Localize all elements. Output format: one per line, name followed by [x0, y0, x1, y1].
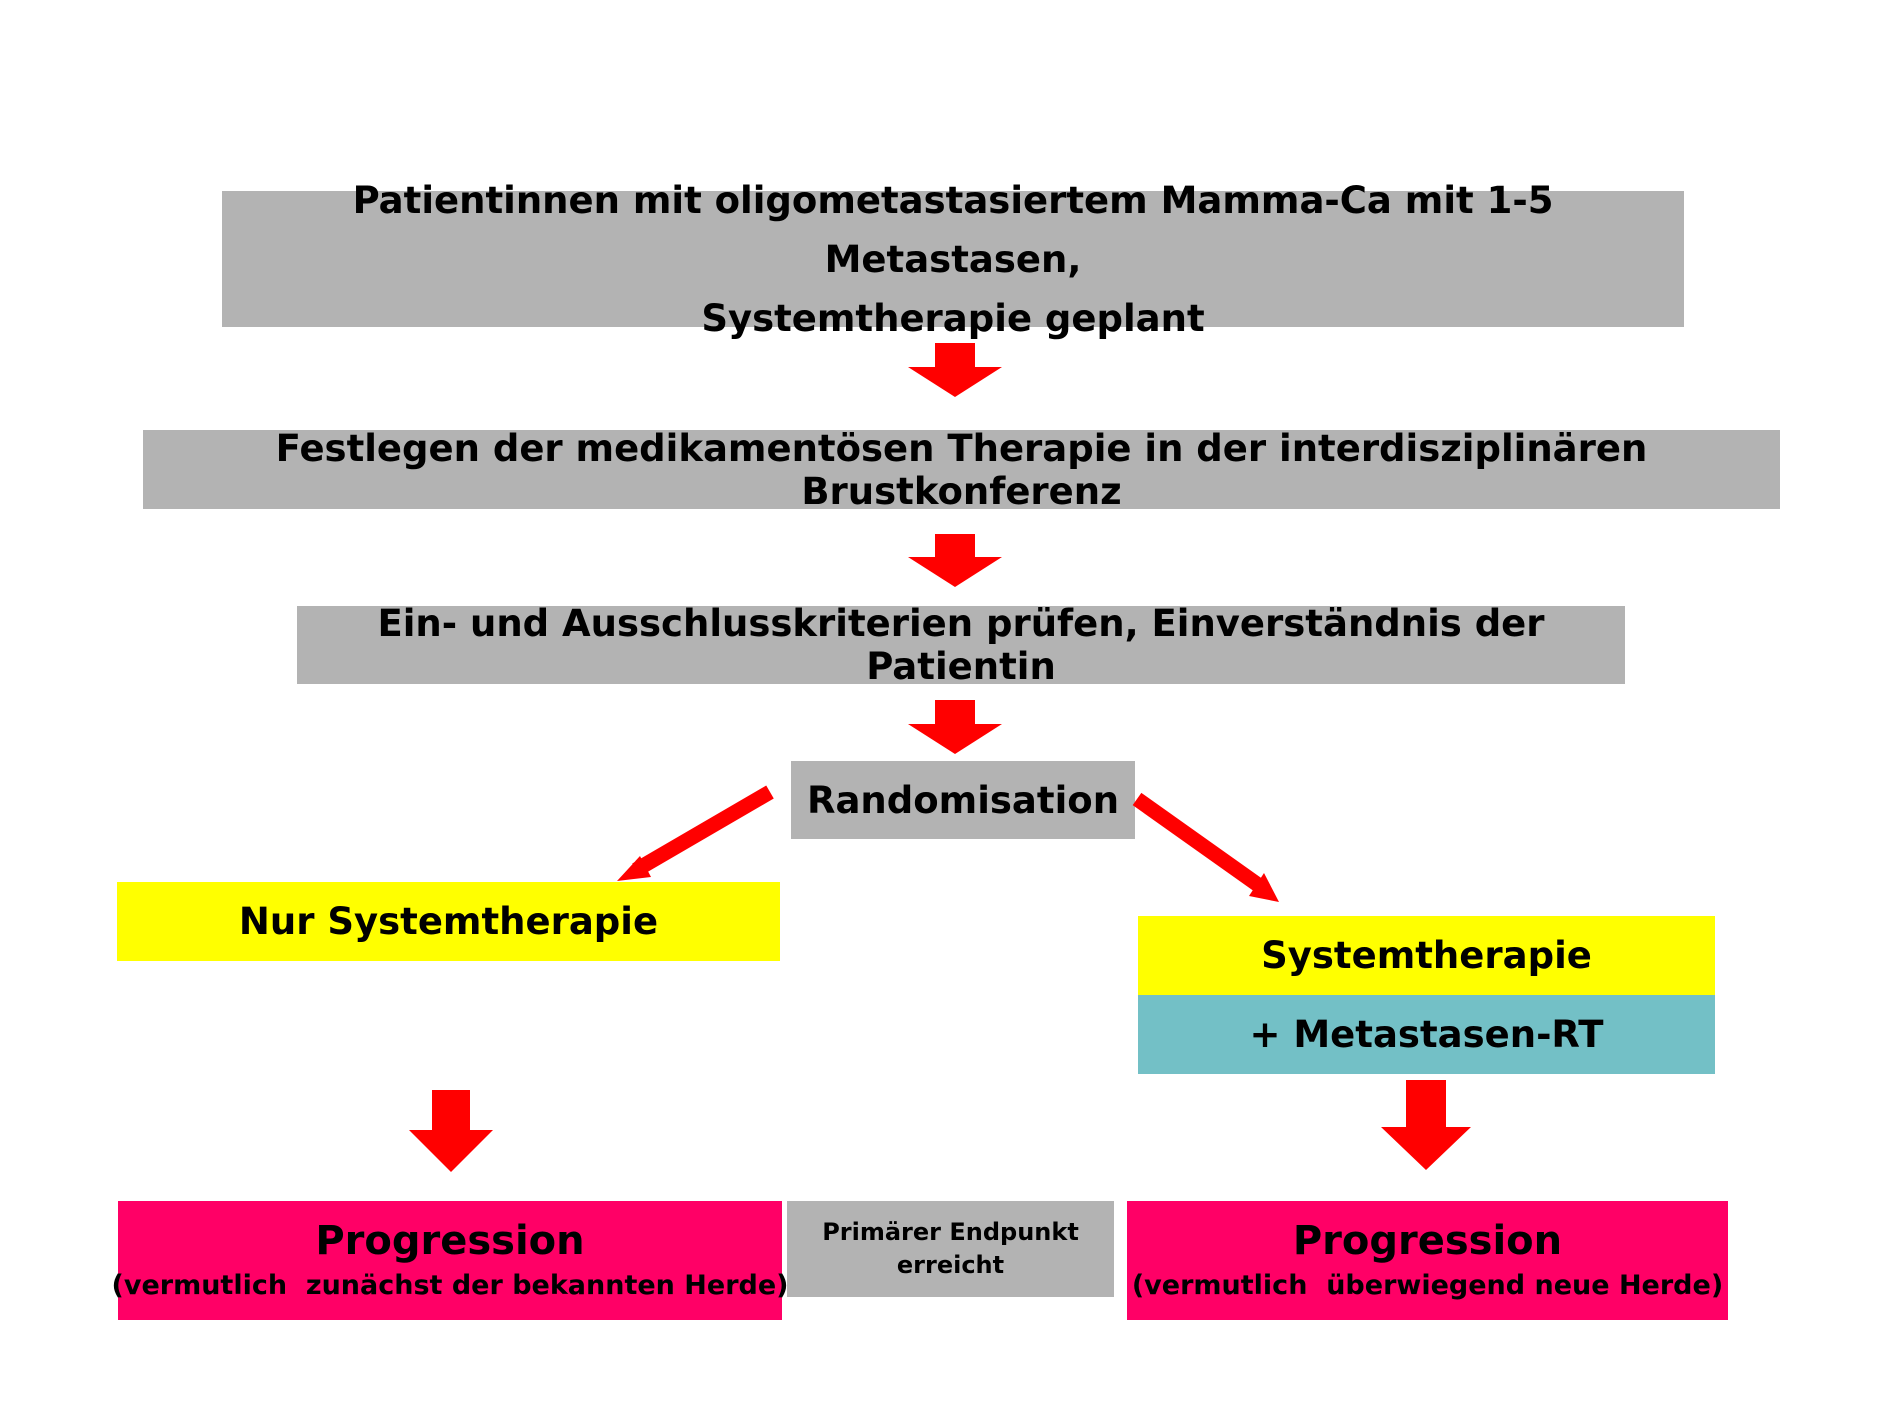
- arrow-head-left-icon: [617, 856, 651, 881]
- primary-endpoint-line-2: erreicht: [896, 1251, 1005, 1279]
- right-arm-radiotherapy-box: + Metastasen-RT: [1138, 995, 1715, 1074]
- randomization-box: Randomisation: [791, 761, 1135, 839]
- eligibility-check-label: Ein- und Ausschlusskriterien prüfen, Ein…: [377, 602, 1545, 688]
- diagonal-arrow-right: [1132, 792, 1266, 894]
- arrow-head-right-icon: [1249, 873, 1279, 902]
- therapy-decision-box: Festlegen der medikamentösen Therapie in…: [143, 427, 1780, 513]
- left-arm-outcome-note: (vermutlich zunächst der bekannten Herde…: [111, 1269, 789, 1301]
- right-arm-treatment-label: Systemtherapie: [1261, 934, 1592, 977]
- down-arrow-icon: [908, 534, 1002, 587]
- patient-population-box: Patientinnen mit oligometastasiertem Mam…: [222, 179, 1684, 340]
- right-arm-treatment-box: Systemtherapie: [1138, 916, 1715, 995]
- left-arm-outcome-box: Progression (vermutlich zunächst der bek…: [112, 1201, 789, 1320]
- down-arrow-icon: [409, 1090, 493, 1172]
- therapy-decision-label: Festlegen der medikamentösen Therapie in…: [275, 426, 1648, 513]
- right-arm-radiotherapy-label: + Metastasen-RT: [1249, 1013, 1604, 1056]
- down-arrow-icon: [908, 700, 1002, 754]
- right-arm-outcome-title: Progression: [1292, 1217, 1563, 1264]
- patient-population-line-1: Patientinnen mit oligometastasiertem Mam…: [352, 178, 1554, 281]
- primary-endpoint-box: Primärer Endpunkt erreicht: [787, 1201, 1114, 1297]
- randomization-label: Randomisation: [806, 778, 1120, 822]
- primary-endpoint-line-1: Primärer Endpunkt: [822, 1218, 1079, 1246]
- patient-population-line-2: Systemtherapie geplant: [701, 296, 1205, 340]
- down-arrow-icon: [1381, 1080, 1471, 1170]
- right-arm-outcome-note: (vermutlich überwiegend neue Herde): [1131, 1269, 1724, 1301]
- diagonal-arrow-left: [632, 785, 774, 877]
- left-arm-treatment-label: Nur Systemtherapie: [238, 900, 659, 943]
- eligibility-check-box: Ein- und Ausschlusskriterien prüfen, Ein…: [297, 602, 1625, 688]
- left-arm-outcome-title: Progression: [315, 1217, 585, 1264]
- left-arm-treatment-box: Nur Systemtherapie: [117, 882, 780, 961]
- down-arrow-icon: [908, 343, 1002, 397]
- right-arm-outcome-box: Progression (vermutlich überwiegend neue…: [1127, 1201, 1728, 1320]
